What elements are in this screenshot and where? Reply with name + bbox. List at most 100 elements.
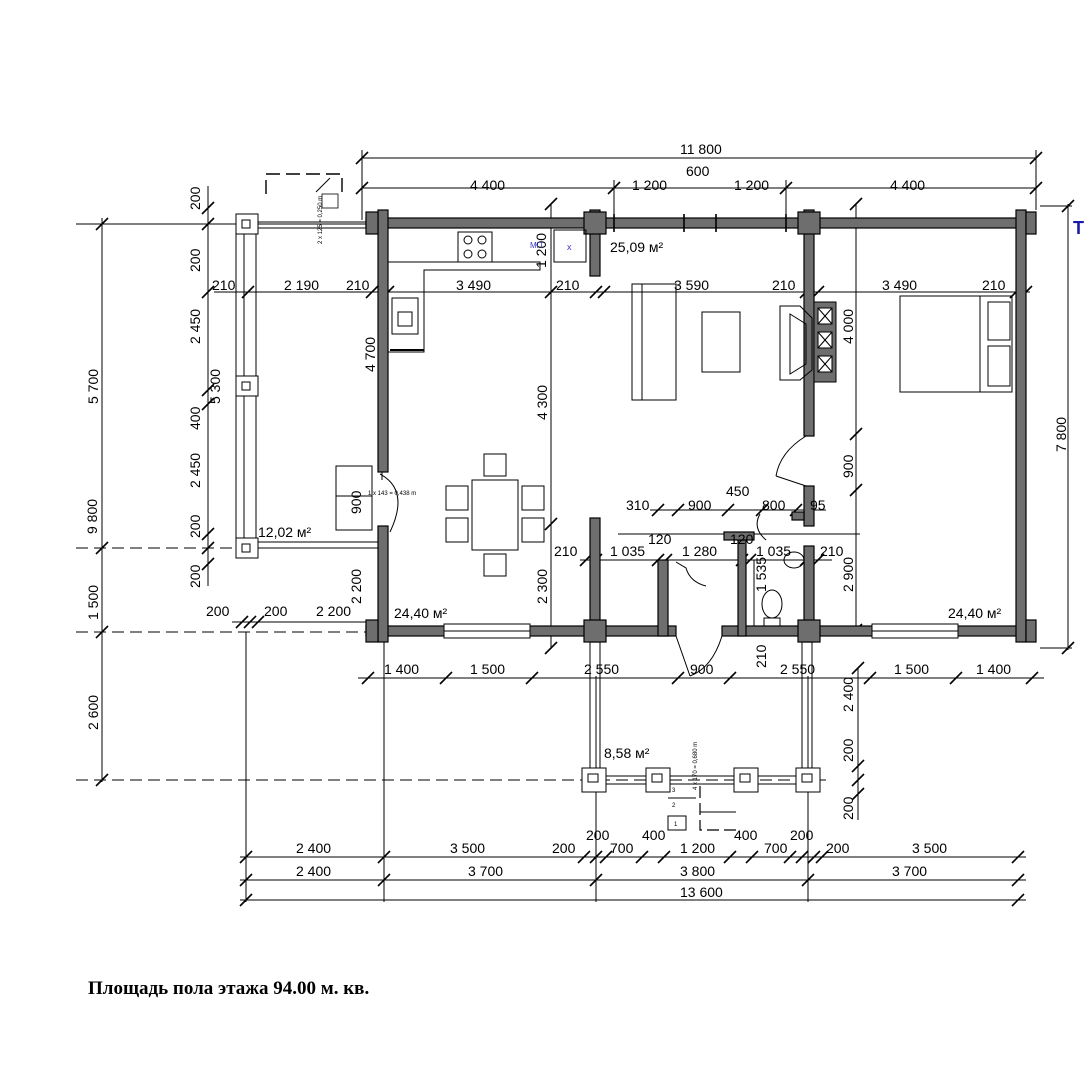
dim-right-porch-2: 200 xyxy=(840,796,856,820)
area-terrace-left: 12,02 м² xyxy=(258,524,312,540)
walls xyxy=(365,209,1037,643)
dim-b2-1: 3 500 xyxy=(450,840,485,856)
dim-terrace-4: 2 450 xyxy=(187,453,203,488)
dim-bath-9: 120 xyxy=(730,531,754,547)
dim-terrace-5: 200 xyxy=(187,514,203,538)
dim-terrace-bottom-1: 200 xyxy=(264,603,288,619)
dim-left-outer-0: 9 800 xyxy=(84,499,100,534)
dim-kitchen-1: 1 200 xyxy=(533,233,549,268)
dim-terrace-0: 200 xyxy=(187,186,203,210)
dim-bath-2: 450 xyxy=(726,483,750,499)
dim-left-outer-1: 5 700 xyxy=(85,369,101,404)
step-1: 1 xyxy=(674,822,678,828)
dim-bath-6: 1 035 xyxy=(610,543,645,559)
dim-left-outer-3: 2 600 xyxy=(85,695,101,730)
dim-b3-3: 3 700 xyxy=(892,863,927,879)
dim-terrace-3: 400 xyxy=(187,406,203,430)
dim-terrace-total: 5 300 xyxy=(207,369,223,404)
dim-kitchen-4: 2 200 xyxy=(348,569,364,604)
dim-b3-0: 2 400 xyxy=(296,863,331,879)
dim-top-right: 4 400 xyxy=(890,177,925,193)
dim-bath-3: 800 xyxy=(762,497,786,513)
dim-b3-2: 3 800 xyxy=(680,863,715,879)
dim-top-mid-left: 1 200 xyxy=(632,177,667,193)
doors xyxy=(675,435,807,677)
area-labels: 25,09 м² 12,02 м² 24,40 м² 24,40 м² 8,58… xyxy=(258,239,1002,761)
dim-b2-0: 2 400 xyxy=(296,840,331,856)
dim-b1-1: 1 500 xyxy=(470,661,505,677)
dim-top-center: 600 xyxy=(686,163,710,179)
step-2: 2 xyxy=(672,803,676,809)
dim-b1-2: 2 550 xyxy=(584,661,619,677)
dim-bath-13: 210 xyxy=(753,644,769,668)
dim-top-mid-right: 1 200 xyxy=(734,177,769,193)
dim-kitchen-2: 4 300 xyxy=(534,385,550,420)
dim-kitchen-3: 900 xyxy=(348,490,364,514)
dim-row-5: 3 590 xyxy=(674,277,709,293)
dim-b2-11: 3 500 xyxy=(912,840,947,856)
plan-notes: МП х 2 х 125 = 0,250 m 1 х 143 = 0,438 m… xyxy=(318,196,699,828)
dim-b2-5: 400 xyxy=(642,827,666,843)
dim-right-lower: 2 900 xyxy=(840,557,856,592)
dim-row-7: 3 490 xyxy=(882,277,917,293)
terrace-bottom-dimensions: 200 200 2 200 xyxy=(206,603,351,619)
dim-right-porch-1: 200 xyxy=(840,738,856,762)
dim-b2-6: 1 200 xyxy=(680,840,715,856)
dim-row-1: 2 190 xyxy=(284,277,319,293)
dim-kitchen-5: 2 300 xyxy=(534,569,550,604)
dim-row-2: 210 xyxy=(346,277,370,293)
stair-left-note: 1 х 143 = 0,438 m xyxy=(368,491,416,497)
kitchen-mark: МП xyxy=(530,241,543,250)
dim-right-porch-0: 2 400 xyxy=(840,677,856,712)
dimension-ticks xyxy=(95,151,1075,907)
dim-b2-8: 700 xyxy=(764,840,788,856)
dim-b3-1: 3 700 xyxy=(468,863,503,879)
dim-top-left: 4 400 xyxy=(470,177,505,193)
top-dimensions: 11 800 4 400 1 200 600 1 200 4 400 xyxy=(470,141,925,193)
dim-b1-4: 2 550 xyxy=(780,661,815,677)
area-main-room: 25,09 м² xyxy=(610,239,664,255)
floor-area-caption: Площадь пола этажа 94.00 м. кв. xyxy=(88,978,370,999)
dim-bath-11: 210 xyxy=(820,543,844,559)
dim-b1-6: 1 400 xyxy=(976,661,1011,677)
dim-b1-0: 1 400 xyxy=(384,661,419,677)
dim-kitchen-0: 4 700 xyxy=(362,337,378,372)
area-room-left: 24,40 м² xyxy=(394,605,448,621)
dim-b2-3: 200 xyxy=(586,827,610,843)
dim-terrace-1: 200 xyxy=(187,248,203,272)
porch xyxy=(581,642,821,831)
dim-b1-3: 900 xyxy=(690,661,714,677)
dim-bath-5: 210 xyxy=(554,543,578,559)
dim-bath-0: 310 xyxy=(626,497,650,513)
dim-b1-5: 1 500 xyxy=(894,661,929,677)
kitchen-x: х xyxy=(567,242,572,252)
dim-terrace-2: 2 450 xyxy=(187,309,203,344)
right-dimensions: 7 800 4 000 900 2 900 2 400 200 200 xyxy=(840,309,1069,820)
furniture xyxy=(388,229,1013,627)
dim-b2-7: 400 xyxy=(734,827,758,843)
bath-dimensions: 310 900 450 800 95 210 1 035 120 1 280 1… xyxy=(554,483,844,668)
dim-right-total: 7 800 xyxy=(1053,417,1069,452)
dim-right-door: 900 xyxy=(840,454,856,478)
dim-bottom-total: 13 600 xyxy=(680,884,723,900)
dim-row-4: 210 xyxy=(556,277,580,293)
bottom-dimensions: 1 400 1 500 2 550 900 2 550 1 500 1 400 … xyxy=(296,661,1011,900)
step-3: 3 xyxy=(672,788,676,794)
dim-b2-10: 200 xyxy=(826,840,850,856)
dim-b2-4: 700 xyxy=(610,840,634,856)
dim-row-8: 210 xyxy=(982,277,1006,293)
dim-bath-12: 1 535 xyxy=(753,557,769,592)
dim-row-0: 210 xyxy=(212,277,236,293)
dim-left-outer-2: 1 500 xyxy=(85,585,101,620)
dim-terrace-bottom-2: 2 200 xyxy=(316,603,351,619)
left-terrace xyxy=(235,173,399,559)
side-marker: Т xyxy=(1073,218,1084,238)
dim-bath-10: 1 035 xyxy=(756,543,791,559)
interior-row-dimensions: 210 2 190 210 3 490 210 3 590 210 3 490 … xyxy=(212,277,1006,293)
dim-row-3: 3 490 xyxy=(456,277,491,293)
dim-bath-1: 900 xyxy=(688,497,712,513)
dim-b2-2: 200 xyxy=(552,840,576,856)
dim-top-total: 11 800 xyxy=(680,141,722,157)
dim-row-6: 210 xyxy=(772,277,796,293)
